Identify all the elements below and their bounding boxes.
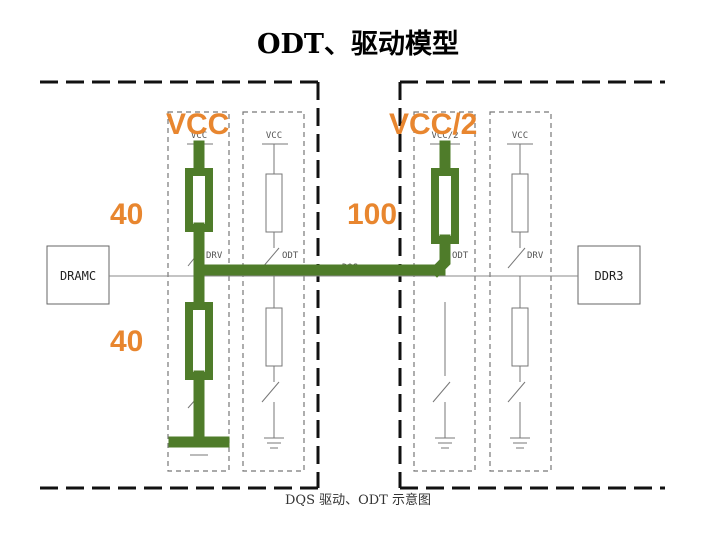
left-odt-vcc-label: VCC — [266, 131, 282, 141]
right-odt-vcc-half-small-label: VCC/2 — [431, 131, 458, 141]
left-odt-box — [242, 111, 305, 472]
highlight-path — [168, 140, 459, 448]
bottom-resistance-annotation: 40 — [110, 325, 143, 358]
right-drv-bottom-resistor — [511, 307, 529, 367]
diagram-caption: DQS 驱动、ODT 示意图 — [284, 493, 431, 508]
vcc-half-annotation: VCC/2 — [389, 108, 477, 141]
dramc-box — [46, 245, 110, 305]
right-odt-box — [413, 111, 476, 472]
left-pulldown-resistor — [185, 302, 213, 380]
right-drv-vcc-label: VCC — [512, 131, 528, 141]
right-odt-label: ODT — [452, 251, 469, 261]
diagram-title: ODT、驱动模型 — [256, 29, 460, 60]
left-vcc-small-label: VCC — [191, 131, 207, 141]
right-drv-label: DRV — [527, 251, 544, 261]
vcc-annotation: VCC — [166, 108, 229, 141]
ddr3-label: DDR3 — [595, 269, 624, 283]
odt-resistance-annotation: 100 — [347, 198, 397, 231]
left-frame — [40, 80, 320, 490]
right-driver-box — [489, 111, 552, 472]
top-resistance-annotation: 40 — [110, 198, 143, 231]
right-frame — [398, 80, 665, 490]
left-drv-label: DRV — [206, 251, 223, 261]
left-odt-label: ODT — [282, 251, 299, 261]
left-odt-bottom-resistor — [265, 307, 283, 367]
right-odt-resistor — [431, 168, 459, 244]
right-drv-top-resistor — [511, 173, 529, 233]
left-driver-box — [167, 111, 230, 472]
ddr3-box — [577, 245, 641, 305]
left-odt-top-resistor — [265, 173, 283, 233]
left-pullup-resistor — [185, 168, 213, 232]
dramc-label: DRAMC — [60, 269, 96, 283]
